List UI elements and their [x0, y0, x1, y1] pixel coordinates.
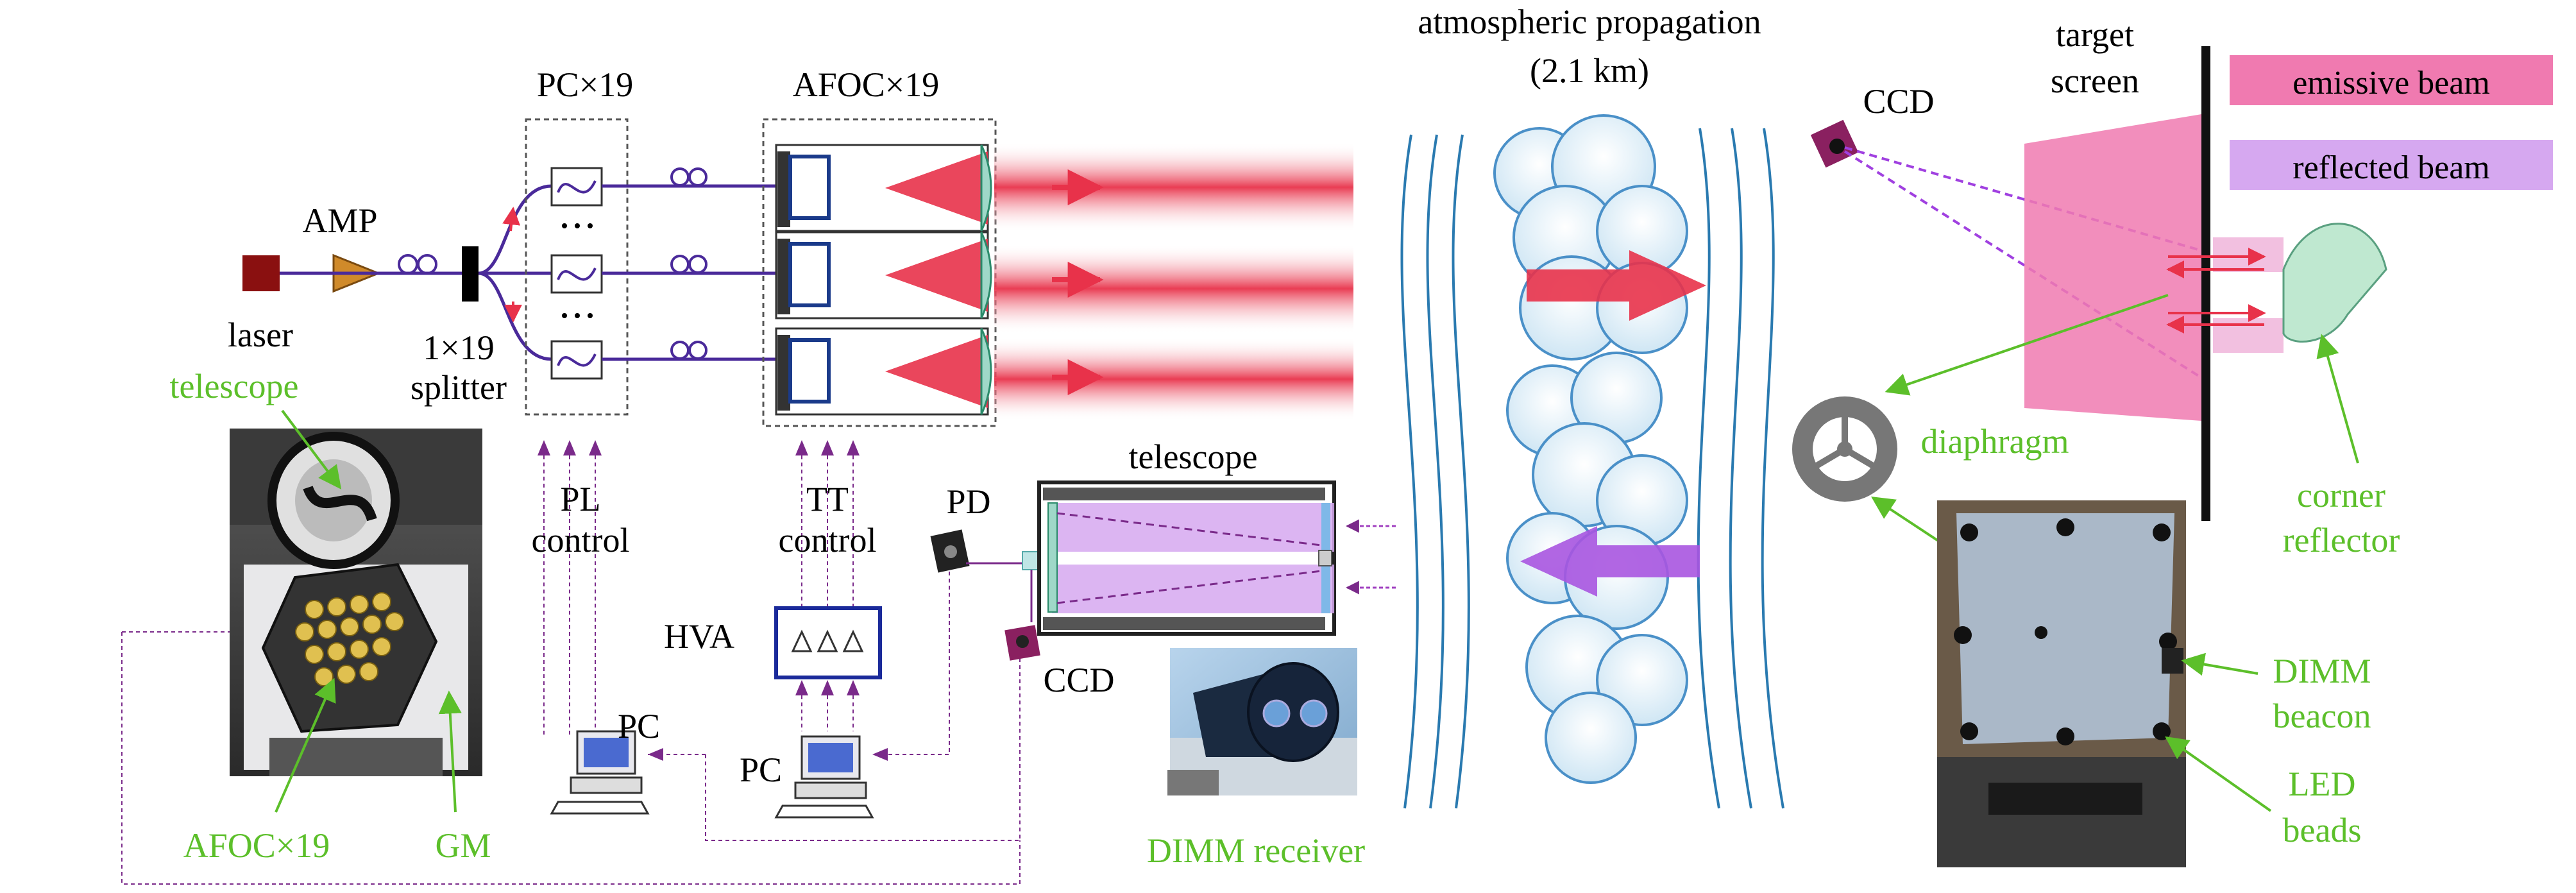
emissive-legend-box [2230, 55, 2553, 105]
ccd-target-label: CCD [1863, 82, 1934, 121]
propagation-label-1: atmospheric propagation [1418, 3, 1761, 41]
hva-input-arrows [795, 680, 860, 695]
pc-right-arrow [872, 748, 888, 761]
pc-left-label: PC [618, 707, 660, 745]
receiver-telescope-label: telescope [1129, 438, 1258, 476]
ccd-receiver-icon [1004, 625, 1040, 661]
target-screen-plate [2201, 46, 2210, 521]
control-network [121, 565, 1021, 885]
corner-reflector-pointer [2316, 334, 2359, 464]
pc-right-label: PC [740, 751, 782, 789]
hva-amplifiers [791, 629, 864, 652]
amp-label: AMP [302, 201, 377, 240]
laser-box [242, 255, 280, 291]
diaphragm-icon [1792, 396, 1897, 502]
diaphragm-pointer-top [1885, 294, 2169, 396]
emissive-beam-area [2024, 114, 2201, 421]
led-beads-pointer [2165, 736, 2272, 812]
laser-label: laser [228, 316, 293, 354]
diaphragm-label: diaphragm [1921, 422, 2069, 461]
afoc-array-label: AFOC×19 [793, 65, 940, 104]
pl-control-lines [543, 455, 596, 738]
afoc-collimators [775, 144, 992, 416]
clouds [1493, 114, 1688, 784]
dimm-receiver-label: DIMM receiver [1147, 831, 1365, 870]
pl-control-label-1: PL [560, 480, 600, 518]
fibers-to-afoc [602, 184, 776, 361]
hva-input-lines [801, 695, 854, 731]
corner-reflector [2166, 223, 2387, 353]
reflected-legend-box [2230, 140, 2553, 190]
tt-control-lines [801, 455, 854, 616]
photo-gm-label: GM [435, 826, 491, 865]
reflected-legend-label: reflected beam [2292, 149, 2489, 186]
corner-reflector-label-1: corner [2297, 476, 2385, 515]
pc-left-arrow [648, 748, 663, 761]
led-beads-label-1: LED [2289, 765, 2356, 803]
red-tap-arrows [502, 207, 522, 323]
tt-control-label-1: TT [806, 480, 849, 518]
receiver-telescope [1037, 481, 1336, 636]
fiber-coil-main [398, 254, 437, 275]
pl-control-label-2: control [532, 521, 630, 559]
dimm-beacon-label-1: DIMM [2273, 652, 2371, 690]
pc-dots [562, 223, 593, 318]
pl-control-arrows [538, 440, 602, 455]
beam-arrows [1052, 169, 1104, 395]
emissive-legend-label: emissive beam [2292, 65, 2490, 101]
target-screen-label-1: target [2056, 15, 2134, 54]
photo-afoc-label: AFOC×19 [183, 826, 330, 865]
splitter-label-1: 1×19 [423, 328, 494, 367]
pc-left-icon [550, 730, 650, 815]
splitter-block [462, 246, 479, 302]
tt-control-arrows [795, 440, 860, 455]
pc-array-label: PC×19 [537, 65, 634, 104]
dimm-receiver-photo [1167, 648, 1357, 795]
dimm-beacon-label-2: beacon [2273, 697, 2371, 735]
photo-telescope-label: telescope [170, 367, 299, 405]
target-screen-photo [1937, 500, 2186, 867]
hva-label: HVA [664, 617, 734, 656]
pd-icon [930, 529, 970, 573]
pc-right-icon [774, 735, 874, 819]
photo-pointers [275, 409, 462, 813]
corner-reflector-label-2: reflector [2283, 521, 2400, 559]
receiver-input-arrows [1345, 519, 1396, 595]
output-beams [994, 142, 1353, 421]
pc-modules [550, 167, 603, 380]
fiber-coils [670, 167, 708, 360]
dimm-beacon-pointer [2181, 652, 2258, 676]
tt-control-label-2: control [779, 521, 877, 559]
propagation-label-2: (2.1 km) [1530, 51, 1649, 90]
led-beads-label-2: beads [2283, 811, 2362, 849]
turbulence-lines [1400, 128, 1784, 809]
splitter-label-2: splitter [411, 368, 507, 407]
propagation-arrows [1520, 250, 1706, 597]
afoc-array-photo [230, 429, 482, 776]
ccd-receiver-label: CCD [1043, 661, 1114, 699]
target-screen-label-2: screen [2051, 62, 2139, 100]
pd-label: PD [946, 482, 990, 521]
ccd-target-icon [1810, 119, 1859, 168]
